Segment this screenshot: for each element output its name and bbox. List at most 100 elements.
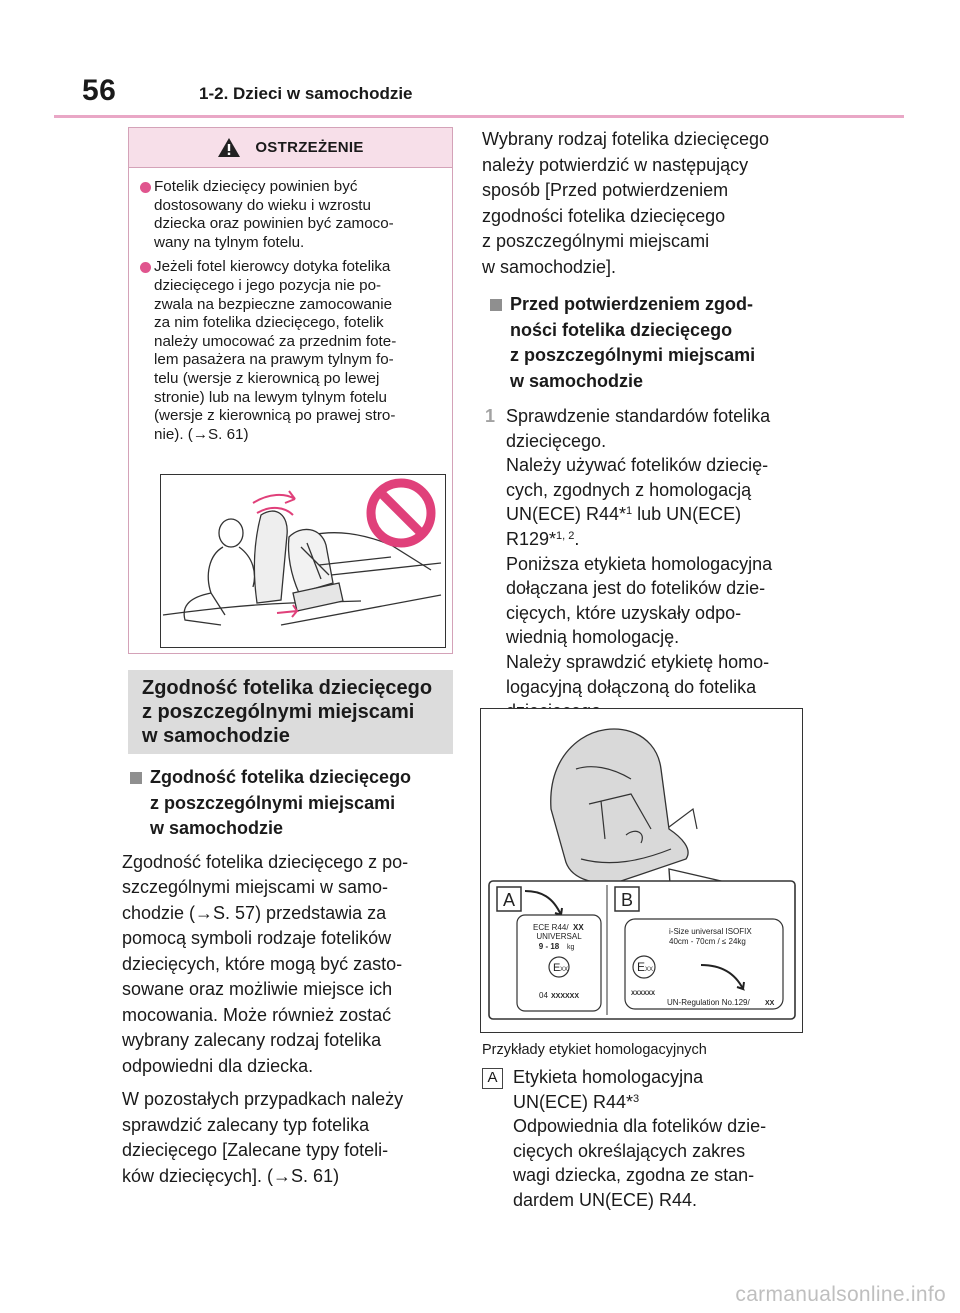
section-title-line: z poszczególnymi miejscami: [142, 701, 415, 723]
text-line: chodzie (→S. 57) przedstawia za: [122, 902, 387, 923]
e-mark-b-text: E: [637, 960, 645, 974]
text-line: Sprawdzenie standardów fotelika: [506, 406, 771, 426]
text-line: dardem UN(ECE) R44.: [513, 1189, 698, 1210]
text-line: należy potwierdzić w następujący: [482, 154, 749, 175]
subheading-line: w samochodzie: [150, 818, 284, 838]
section-title-block: Zgodność fotelika dziecięcego z poszczeg…: [128, 670, 453, 754]
text-line: R129*1, 2.: [506, 527, 812, 552]
text-line: odpowiedni dla dziecka.: [122, 1055, 314, 1076]
text-line: Zgodność fotelika dziecięcego z po-: [122, 851, 409, 872]
bullet-icon: [140, 182, 151, 193]
xx-text: XX: [573, 923, 584, 932]
left-paragraph-2: W pozostałych przypadkach należy sprawdz…: [122, 1087, 458, 1189]
watermark: carmanualsonline.info: [735, 1283, 946, 1306]
ece-r44-text: ECE R44/: [533, 923, 569, 932]
text-line: wybrany zalecany rodzaj fotelika: [122, 1030, 382, 1050]
text-line: UN(ECE) R44*3: [513, 1090, 812, 1115]
warning-line: należy umocować za przednim fote-: [154, 332, 397, 350]
warning-title-bar: OSTRZEŻENIE: [129, 128, 452, 168]
legend-item-a: A Etykieta homologacyjna UN(ECE) R44*3 O…: [482, 1065, 812, 1213]
text-line: logacyjną dołączoną do fotelika: [506, 676, 757, 697]
text-line: zgodności fotelika dziecięcego: [482, 205, 726, 226]
right-intro: Wybrany rodzaj fotelika dziecięcego nale…: [482, 127, 812, 280]
warning-box: OSTRZEŻENIE Fotelik dziecięcy powinien b…: [128, 127, 453, 654]
text-fragment: UN(ECE) R44*: [513, 1091, 634, 1112]
subheading-line: w samochodzie: [510, 370, 644, 391]
bullet-icon: [140, 262, 151, 274]
e-mark-text: E: [553, 962, 560, 974]
text-line: cięcych, które uzyskały odpo-: [506, 602, 742, 623]
text-line: dołączana jest do fotelików dzie-: [506, 578, 766, 599]
page-number: 56: [82, 74, 117, 107]
text-line: dziecięcego [Zalecane typy foteli-: [122, 1140, 389, 1160]
text-line: sposób [Przed potwierdzeniem: [482, 180, 729, 200]
left-column: Zgodność fotelika dziecięcego z poszczeg…: [122, 765, 458, 1189]
universal-text: UNIVERSAL: [536, 932, 582, 941]
isize-range-text: 40cm - 70cm / ≤ 24kg: [669, 937, 746, 946]
text-line: cych, zgodnych z homologacją: [506, 479, 752, 500]
text-fragment: lub UN(ECE): [632, 504, 742, 525]
left-subheading: Zgodność fotelika dziecięcego z poszczeg…: [122, 765, 458, 842]
warning-triangle-icon: [218, 138, 241, 157]
text-line: ków dziecięcych]. (→S. 61): [122, 1165, 340, 1186]
warning-body: Fotelik dziecięcy powinien być dostosowa…: [129, 168, 452, 444]
text-line: Należy sprawdzić etykietę homo-: [506, 651, 770, 672]
section-header: 1-2. Dzieci w samochodzie: [199, 84, 413, 103]
approval-number-b: XXXXXX: [631, 991, 655, 997]
text-fragment: R129*: [506, 528, 557, 549]
step-number: 1: [485, 406, 496, 426]
label-drawing: A ECE R44/ XX UNIVERSAL 9 - 18 kg E XX 0…: [488, 728, 796, 1020]
text-line: z poszczególnymi miejscami: [482, 231, 710, 251]
warning-line: nie). (→S. 61): [154, 425, 249, 443]
figure-caption: Przykłady etykiet homologacyjnych: [482, 1042, 707, 1058]
warning-line: za nim fotelika dziecięcego, fotelik: [154, 314, 384, 332]
section-title-line: w samochodzie: [142, 725, 290, 747]
subheading-line: z poszczególnymi miejscami: [510, 345, 756, 365]
e-mark-b-xx: XX: [645, 967, 653, 973]
legend-key-a: A: [482, 1068, 503, 1089]
warning-line: wany na tylnym fotelu.: [154, 233, 305, 251]
warning-line: dziecięcego i jego pozycja nie po-: [154, 276, 382, 294]
approval-prefix: 04: [539, 991, 548, 1000]
legend-text: Etykieta homologacyjna UN(ECE) R44*3 Odp…: [482, 1065, 812, 1213]
warning-line: dostosowany do wieku i wzrostu: [154, 196, 371, 214]
warning-line: telu (wersje z kierownicą po lewej: [154, 369, 380, 387]
text-line: szczególnymi miejscami w samo-: [122, 877, 389, 897]
warning-line: lem pasażera na prawym tylnym fo-: [154, 351, 394, 369]
square-bullet-icon: [490, 299, 502, 311]
warning-line: Jeżeli fotel kierowcy dotyka fotelika: [154, 258, 391, 276]
text-fragment: UN(ECE) R44*: [506, 504, 627, 525]
warning-item: Fotelik dziecięcy powinien być dostosowa…: [139, 178, 442, 252]
header-rule: [54, 115, 904, 118]
text-line: sowane oraz możliwie miejsce ich: [122, 979, 393, 999]
subheading-line: Przed potwierdzeniem zgod-: [510, 294, 754, 314]
left-paragraph-1: Zgodność fotelika dziecięcego z po- szcz…: [122, 850, 458, 1080]
regulation-text: UN-Regulation No.129/: [667, 998, 750, 1007]
approval-number: XXXXXX: [551, 993, 579, 1000]
regulation-xx: XX: [765, 1000, 775, 1007]
text-line: Wybrany rodzaj fotelika dziecięcego: [482, 129, 769, 149]
warning-line: dziecka oraz powinien być zamoco-: [154, 215, 394, 233]
footnote-ref: 1: [626, 505, 633, 518]
text-line: Należy używać fotelików dziecię-: [506, 455, 769, 476]
text-line: wiednią homologację.: [506, 627, 680, 648]
car-seat-illustration: [160, 474, 446, 648]
prohibition-icon: [366, 478, 436, 548]
homologation-label-figure: A ECE R44/ XX UNIVERSAL 9 - 18 kg E XX 0…: [480, 708, 803, 1033]
seat-drawing: [162, 478, 442, 626]
step-1: 1 Sprawdzenie standardów fotelika dzieci…: [482, 404, 812, 724]
label-a-key: A: [503, 890, 515, 910]
subheading-line: ności fotelika dziecięcego: [510, 319, 733, 340]
label-b-key: B: [621, 890, 633, 910]
subheading-line: z poszczególnymi miejscami: [150, 792, 396, 813]
footnote-ref: 3: [633, 1092, 640, 1105]
text-line: UN(ECE) R44*1 lub UN(ECE): [506, 502, 812, 527]
warning-title: OSTRZEŻENIE: [255, 139, 364, 156]
section-title-line: Zgodność fotelika dziecięcego: [142, 677, 433, 699]
e-mark-xx: XX: [560, 967, 568, 973]
weight-range-text: 9 - 18: [539, 942, 560, 951]
text-line: dziecięcych, które mogą być zasto-: [122, 953, 403, 974]
right-column: Wybrany rodzaj fotelika dziecięcego nale…: [482, 127, 812, 724]
footnote-ref: 1, 2: [556, 529, 575, 542]
text-line: pomocą symboli rodzaje fotelików: [122, 928, 392, 948]
